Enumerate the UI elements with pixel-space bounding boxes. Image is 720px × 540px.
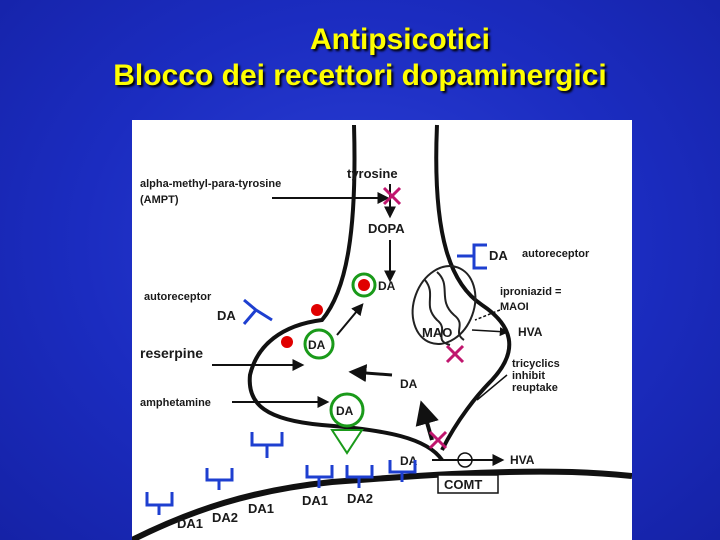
da-autoreceptor-right: DA <box>489 248 508 263</box>
ampt-block-mark <box>382 186 402 206</box>
tricyclics-label-line1: tricyclics <box>512 358 560 370</box>
vesicle-mid <box>303 328 335 360</box>
hva-upper-label: HVA <box>518 325 543 339</box>
dopamine-dot <box>311 304 323 316</box>
mitochondrion <box>411 265 477 346</box>
postsynaptic-membrane <box>132 468 632 540</box>
da2-center-label: DA2 <box>347 491 373 506</box>
dopamine-dot <box>281 336 293 348</box>
amphetamine-label: amphetamine <box>140 397 211 409</box>
reuptake-arrow <box>415 400 439 441</box>
presynaptic-membrane <box>247 124 444 462</box>
da-vesicle-mid-label: DA <box>308 338 326 352</box>
da-vesicle-top-label: DA <box>378 279 396 293</box>
comt-label: COMT <box>444 477 482 492</box>
autoreceptor-left-label: autoreceptor <box>144 291 212 303</box>
slide-subtitle: Blocco dei recettori dopaminergici <box>113 59 607 92</box>
vesicle-top <box>351 272 377 298</box>
mao-block-mark <box>445 344 465 364</box>
da-cleft-upper-label: DA <box>400 377 418 391</box>
autoreceptor-left-icon <box>242 298 273 325</box>
comt-box <box>437 474 499 494</box>
postsynaptic-receptor-icons <box>145 432 417 515</box>
tricyclics-label-line2: inhibit <box>512 370 545 382</box>
autoreceptor-right-icon <box>457 243 487 270</box>
tricyclics-label-line3: reuptake <box>512 382 558 394</box>
da2-left-label: DA2 <box>212 510 238 525</box>
ampt-label-line2: (AMPT) <box>140 194 179 206</box>
hva-lower-label: HVA <box>510 453 535 467</box>
tricyclics-pointer <box>476 374 508 401</box>
da-vesicle-low-label: DA <box>336 404 354 418</box>
reuptake-block-mark <box>428 430 448 450</box>
vesicle-low <box>329 392 365 428</box>
da-cleft-label: DA <box>400 454 418 468</box>
tyrosine-label: tyrosine <box>347 166 398 181</box>
presynaptic-membrane-right <box>434 124 512 451</box>
da-autoreceptor-left: DA <box>217 308 236 323</box>
synapse-diagram: tyrosine DOPA alpha-methyl-para-tyrosine… <box>132 124 632 540</box>
release-triangle <box>330 429 364 455</box>
iproniazid-label-line2: MAOI <box>500 301 529 313</box>
da1-center-label: DA1 <box>302 493 328 508</box>
iproniazid-label-line1: iproniazid = <box>500 286 561 298</box>
dopamine-dot <box>358 279 370 291</box>
mao-to-hva-arrow <box>471 327 509 337</box>
release-arrow <box>348 364 393 383</box>
da1-mid-label: DA1 <box>248 501 274 516</box>
autoreceptor-right-label: autoreceptor <box>522 248 590 260</box>
mao-label: MAO <box>422 325 452 340</box>
synapse-diagram-panel: tyrosine DOPA alpha-methyl-para-tyrosine… <box>132 120 632 540</box>
reserpine-label: reserpine <box>140 345 203 361</box>
slide-title: Antipsicotici <box>309 23 490 56</box>
vesicle-uptake-arrow <box>336 303 364 336</box>
da1-left-label: DA1 <box>177 516 203 531</box>
dopa-label: DOPA <box>368 221 405 236</box>
iproniazid-pointer <box>474 309 501 321</box>
ampt-label-line1: alpha-methyl-para-tyrosine <box>140 178 281 190</box>
comt-enzyme-icon <box>457 452 473 468</box>
